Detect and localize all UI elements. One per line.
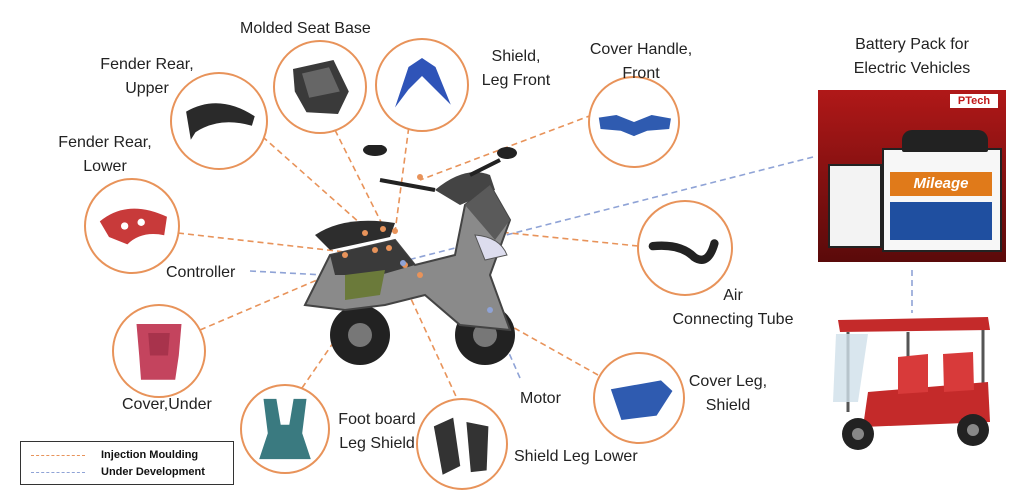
label-molded-seat-base: Molded Seat Base bbox=[240, 20, 371, 37]
legend-swatch-development bbox=[31, 471, 85, 473]
shield-leg-lower-image bbox=[416, 398, 508, 490]
legend-item-injection: Injection Moulding bbox=[31, 449, 198, 461]
label-fender-rear-upper-line1: Fender Rear, bbox=[100, 56, 194, 73]
label-cover-leg-shield: Cover Leg, Shield bbox=[680, 372, 776, 416]
battery-label: Mileage bbox=[890, 172, 992, 196]
legend: Injection Moulding Under Development bbox=[20, 441, 234, 485]
label-shield-leg-front-line1: Shield, bbox=[491, 48, 541, 65]
battery-large: Mileage bbox=[882, 148, 1002, 252]
battery-title-line1: Battery Pack for bbox=[855, 36, 969, 53]
line-seat-base bbox=[334, 129, 386, 231]
legend-label-development: Under Development bbox=[101, 466, 205, 478]
battery-top bbox=[902, 130, 988, 152]
scooter-image bbox=[303, 145, 517, 365]
cover-under-image bbox=[112, 304, 206, 398]
battery-title-line2: Electric Vehicles bbox=[853, 60, 971, 77]
line-fender-lower bbox=[177, 232, 346, 253]
fender-rear-lower-image bbox=[84, 178, 180, 274]
air-connecting-tube-image bbox=[637, 200, 733, 296]
label-cover-leg-shield-line1: Cover Leg, bbox=[688, 373, 768, 390]
line-shield-lower bbox=[399, 274, 461, 406]
label-shield-leg-front: Shield, Leg Front bbox=[466, 47, 566, 91]
label-cover-leg-shield-line2: Shield bbox=[705, 397, 751, 414]
battery-pack-title: Battery Pack for Electric Vehicles bbox=[836, 33, 988, 81]
legend-swatch-injection bbox=[31, 454, 85, 456]
label-fender-rear-lower-line1: Fender Rear, bbox=[58, 134, 152, 151]
line-fender-upper bbox=[254, 129, 371, 233]
label-foot-board-leg-shield: Foot board Leg Shield bbox=[328, 410, 426, 454]
label-motor: Motor bbox=[520, 390, 561, 407]
label-cover-handle-front-line2: Front bbox=[622, 65, 660, 82]
label-air-tube-line2: Connecting Tube bbox=[672, 311, 794, 328]
line-shield-front bbox=[394, 117, 411, 233]
line-controller bbox=[249, 270, 344, 277]
fender-rear-upper-image bbox=[170, 72, 268, 170]
label-cover-handle-front: Cover Handle, Front bbox=[578, 40, 704, 84]
label-foot-board-line1: Foot board bbox=[338, 411, 416, 428]
label-controller: Controller bbox=[166, 264, 236, 281]
label-fender-rear-upper: Fender Rear, Upper bbox=[92, 55, 202, 99]
shield-leg-front-image bbox=[375, 38, 469, 132]
e-rickshaw-image bbox=[833, 317, 990, 450]
label-air-tube-line1: Air bbox=[723, 287, 743, 304]
battery-pack-image: PTech Mileage bbox=[818, 90, 1006, 262]
battery-stripe bbox=[890, 202, 992, 240]
label-cover-under: Cover,Under bbox=[122, 396, 212, 413]
cover-leg-shield-image bbox=[593, 352, 685, 444]
label-fender-rear-upper-line2: Upper bbox=[125, 80, 169, 97]
label-air-connecting-tube: Air Connecting Tube bbox=[658, 286, 808, 330]
label-foot-board-line2: Leg Shield bbox=[339, 435, 415, 452]
ptech-logo: PTech bbox=[950, 94, 998, 108]
legend-label-injection: Injection Moulding bbox=[101, 449, 199, 461]
legend-item-development: Under Development bbox=[31, 466, 205, 478]
label-shield-leg-lower: Shield Leg Lower bbox=[514, 448, 638, 465]
battery-small bbox=[828, 164, 882, 248]
cover-handle-front-image bbox=[588, 76, 680, 168]
label-cover-handle-front-line1: Cover Handle, bbox=[589, 41, 693, 58]
foot-board-leg-shield-image bbox=[240, 384, 330, 474]
label-fender-rear-lower: Fender Rear, Lower bbox=[50, 133, 160, 177]
molded-seat-base-image bbox=[273, 40, 367, 134]
label-shield-leg-front-line2: Leg Front bbox=[481, 72, 551, 89]
label-fender-rear-lower-line2: Lower bbox=[83, 158, 127, 175]
